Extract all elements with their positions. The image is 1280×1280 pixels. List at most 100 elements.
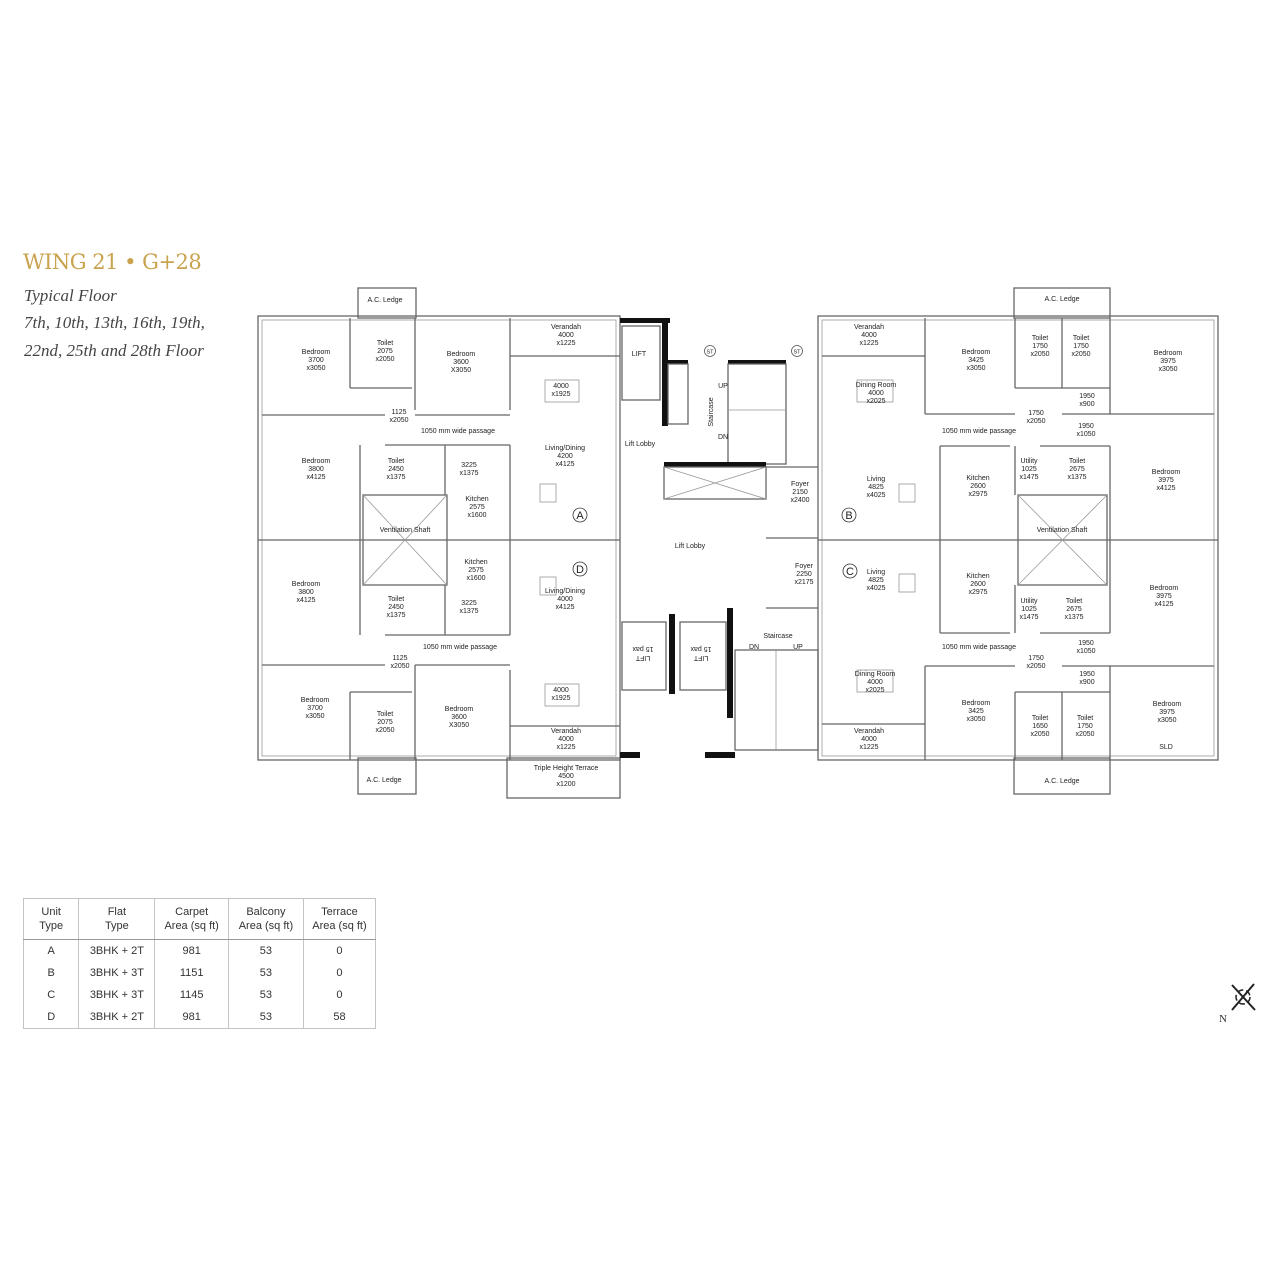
unit-marker-a: A <box>572 507 588 523</box>
room-label-line: 4000 <box>553 383 569 390</box>
room-label: 1050 mm wide passage <box>423 644 497 651</box>
room-label-line: x3050 <box>1158 366 1177 373</box>
room-label-line: Bedroom <box>962 700 991 707</box>
table-cell: 0 <box>302 939 377 962</box>
room-label-line: Utility <box>1020 458 1038 465</box>
room-label-line: x2050 <box>1030 351 1049 358</box>
column-header-line: Type <box>104 920 129 932</box>
column-header-line: Area (sq ft) <box>164 920 219 932</box>
room-label-line: 2250 <box>796 571 812 578</box>
room-label-line: Bedroom <box>1154 350 1183 357</box>
room-label: UP <box>718 383 728 390</box>
table-cell: 1145 <box>154 984 229 1006</box>
room-label: A.C. Ledge <box>366 777 401 784</box>
room-label-line: x2050 <box>389 417 408 424</box>
svg-text:C: C <box>846 566 854 578</box>
room-label-line: Bedroom <box>1150 585 1179 592</box>
room-label-line: A.C. Ledge <box>1044 296 1079 303</box>
svg-text:15 pax: 15 pax <box>632 645 654 652</box>
room-label-line: Lift Lobby <box>625 441 656 448</box>
svg-text:LIFT: LIFT <box>693 654 708 661</box>
room-label: 1050 mm wide passage <box>942 428 1016 435</box>
room-label-line: x2050 <box>375 356 394 363</box>
room-label-line: Toilet <box>1032 715 1048 722</box>
room-label-line: Foyer <box>795 563 814 570</box>
room-label-line: 4825 <box>868 577 884 584</box>
room-label: DN <box>718 434 728 441</box>
room-label: A.C. Ledge <box>1044 296 1079 303</box>
room-label-line: Bedroom <box>302 349 331 356</box>
room-label-line: 4000 <box>861 332 877 339</box>
room-label-line: Toilet <box>1032 335 1048 342</box>
room-label-line: x1925 <box>551 695 570 702</box>
room-label-line: Bedroom <box>302 458 331 465</box>
room-label-line: 3600 <box>451 714 467 721</box>
room-label-line: x4125 <box>1156 485 1175 492</box>
svg-text:B: B <box>845 510 852 522</box>
room-label-line: DN <box>749 644 759 651</box>
room-label-line: x1375 <box>459 470 478 477</box>
room-label-line: x1475 <box>1019 474 1038 481</box>
room-label-line: x3050 <box>306 365 325 372</box>
room-label-line: x3050 <box>305 713 324 720</box>
floor-list-line-2: 22nd, 25th and 28th Floor <box>24 341 204 360</box>
room-label-line: 2450 <box>388 604 404 611</box>
room-label: DN <box>749 644 759 651</box>
room-label-line: 3600 <box>453 359 469 366</box>
room-label-line: Toilet <box>1069 458 1085 465</box>
room-label-line: Verandah <box>854 324 884 331</box>
room-label-line: x2050 <box>1030 731 1049 738</box>
room-label-line: 3425 <box>968 357 984 364</box>
room-label-line: 1125 <box>392 655 407 662</box>
table-cell: 0 <box>302 962 377 984</box>
room-label-line: x2050 <box>390 663 409 670</box>
room-label-line: 1050 mm wide passage <box>942 644 1016 651</box>
room-label-line: Kitchen <box>966 475 989 482</box>
room-label-line: 3225 <box>461 600 477 607</box>
room-label-line: x4125 <box>555 461 574 468</box>
room-label-line: Living <box>867 569 885 576</box>
room-label-line: 3800 <box>298 589 314 596</box>
room-label: 1050 mm wide passage <box>942 644 1016 651</box>
room-label-line: 3225 <box>461 462 477 469</box>
room-label: SLD <box>1159 744 1173 751</box>
room-label-line: x1925 <box>551 391 570 398</box>
room-label-line: Living/Dining <box>545 445 585 452</box>
room-label-line: x2025 <box>866 398 885 405</box>
floor-list-line-1: 7th, 10th, 13th, 16th, 19th, <box>24 313 205 332</box>
room-label-line: 1125 <box>391 409 406 416</box>
room-label-line: x2025 <box>865 687 884 694</box>
room-label-line: Triple Height Terrace <box>534 765 599 772</box>
table-cell: 53 <box>227 962 304 984</box>
svg-text:A: A <box>576 510 584 522</box>
room-label-line: 1750 <box>1028 410 1044 417</box>
room-label-line: 4825 <box>868 484 884 491</box>
room-label-line: Foyer <box>791 481 810 488</box>
room-label-line: Kitchen <box>966 573 989 580</box>
table-cell: 53 <box>227 939 304 962</box>
room-label-line: Staircase <box>763 633 792 640</box>
room-label-line: x3050 <box>966 716 985 723</box>
room-label: 1050 mm wide passage <box>421 428 495 435</box>
